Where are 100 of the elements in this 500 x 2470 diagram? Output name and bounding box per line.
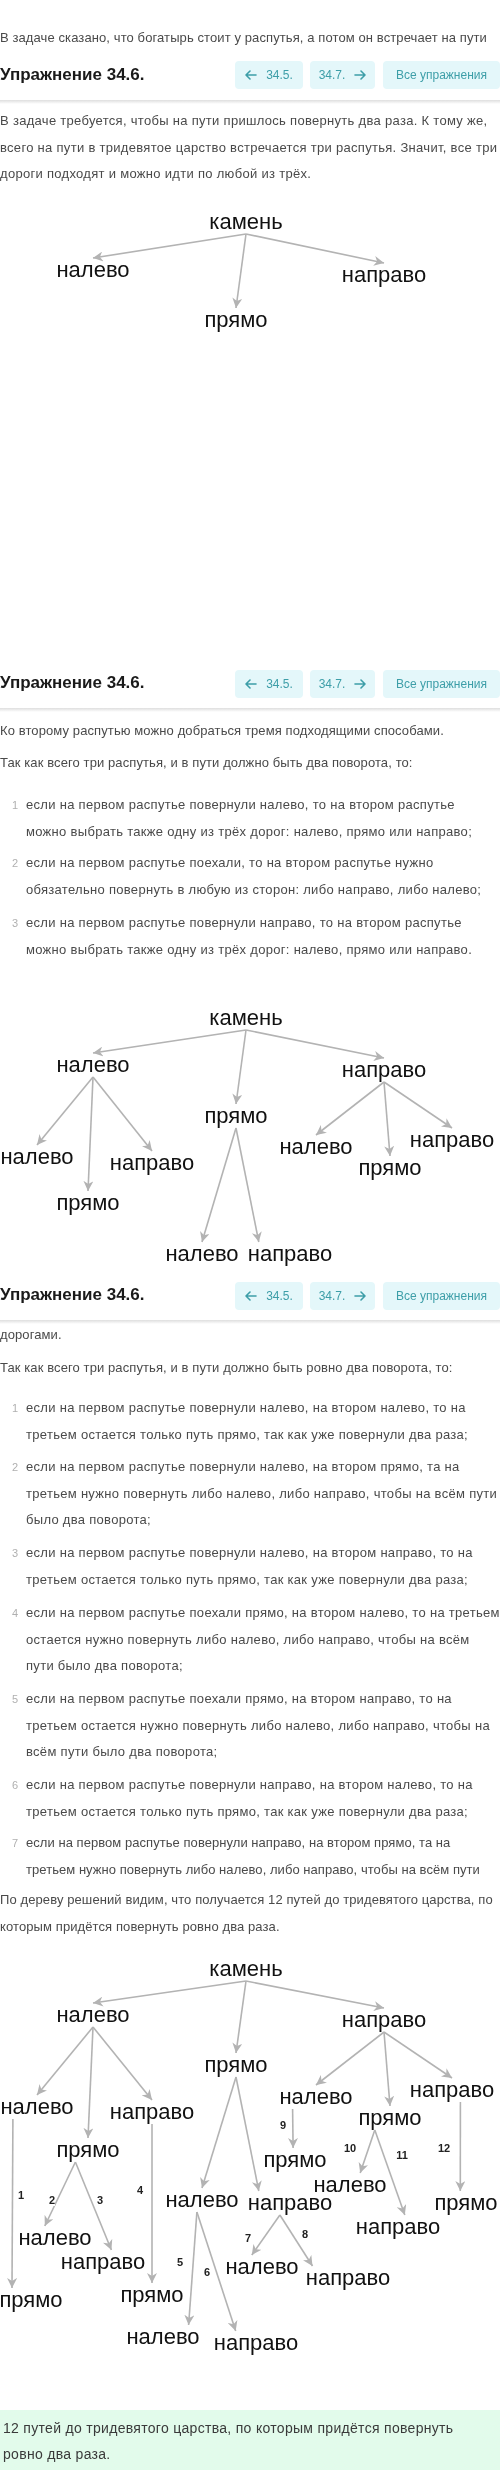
arrow <box>235 1127 262 1243</box>
arrow <box>92 1980 247 2007</box>
direction-label: налево <box>56 259 130 281</box>
direction-label: налево <box>0 1146 74 1168</box>
edge-label: 6 <box>203 2266 211 2278</box>
arrow <box>245 1029 385 1061</box>
direction-label: налево <box>0 2096 74 2118</box>
arrow <box>287 2108 298 2149</box>
edge-label: 7 <box>244 2232 252 2244</box>
paragraph-text: если на первом распутье повернули налево, то на втором распутье можно выбрать также одну из трёх дорог: налево, прямо или направо; <box>26 796 474 841</box>
all-exercises-button: Все упражнения <box>383 61 500 89</box>
arrow <box>383 1081 453 1129</box>
next-button: 34.7. <box>310 670 375 698</box>
arrow <box>383 2031 395 2107</box>
direction-label: направо <box>341 264 427 286</box>
edge-label: 12 <box>437 2142 451 2154</box>
arrow <box>383 2031 453 2079</box>
tree-root-label: камень <box>209 211 283 233</box>
arrow <box>196 2211 238 2332</box>
arrow <box>251 2214 281 2256</box>
paragraph-text: В задаче требуется, чтобы на пути пришлось повернуть два раза. К тому же, всего на пути в тридевятое царство встречается три распутья. Значит, все три дороги подходят и можно идти по любой из трёх. <box>0 112 498 183</box>
direction-label: налево <box>165 1243 239 1265</box>
list-number: 3 <box>12 916 19 930</box>
arrow <box>232 233 247 309</box>
arrow <box>200 2076 237 2189</box>
arrow <box>245 1980 385 2011</box>
list-number: 6 <box>12 1778 19 1792</box>
answer-text: 12 путей до тридевятого царства, по которым придётся повернуть ровно два раза. <box>3 2419 455 2464</box>
next-button: 34.7. <box>310 61 375 89</box>
list-number: 5 <box>12 1692 19 1706</box>
list-number: 1 <box>12 1401 19 1415</box>
direction-label: прямо <box>358 1157 422 1179</box>
tree-root-label: камень <box>209 1958 283 1980</box>
direction-label: направо <box>247 1243 333 1265</box>
direction-label: направо <box>109 2101 195 2123</box>
paragraph-text: если на первом распутье поехали прямо, на втором направо, то на третьем остается нужно повернуть либо налево, либо направо, чтобы на всём пути было два поворота; <box>26 1690 491 1761</box>
all-exercises-button: Все упражнения <box>383 1282 500 1310</box>
edge-label: 2 <box>48 2194 56 2206</box>
edge-label: 5 <box>176 2256 184 2268</box>
direction-label: прямо <box>204 2054 268 2076</box>
arrow <box>83 1076 94 1192</box>
edge-label: 10 <box>343 2142 357 2154</box>
arrow <box>184 2211 198 2326</box>
list-number: 2 <box>12 1460 19 1474</box>
direction-label: направо <box>305 2267 391 2289</box>
direction-label: налево <box>279 1136 353 1158</box>
direction-label: прямо <box>263 2149 327 2171</box>
direction-label: направо <box>355 2216 441 2238</box>
direction-label: налево <box>279 2086 353 2108</box>
paragraph-text: если на первом распутье поехали, то на втором распутье нужно обязательно повернуть в любую из сторон: либо направо, либо налево; <box>26 854 483 899</box>
arrow <box>83 2026 94 2139</box>
arrow <box>92 1076 153 1152</box>
arrow <box>245 233 385 266</box>
arrow <box>36 1076 94 1146</box>
direction-label: прямо <box>56 1192 120 1214</box>
direction-label: налево <box>56 2004 130 2026</box>
direction-label: направо <box>409 1129 495 1151</box>
direction-label: направо <box>341 2009 427 2031</box>
arrow <box>279 2214 314 2267</box>
direction-label: налево <box>18 2227 92 2249</box>
paragraph-text: если на первом распутье повернули направо, на втором прямо, та на третьем нужно повернуть либо налево, либо направо, чтобы на всём пути <box>26 1834 481 1879</box>
direction-label: налево <box>225 2256 299 2278</box>
arrow <box>147 2123 157 2284</box>
paragraph-text: если на первом распутье повернули налево, на втором направо, то на третьем остается только путь прямо, так как уже повернули два раза; <box>26 1544 474 1589</box>
direction-label: прямо <box>0 2289 63 2311</box>
edge-label: 11 <box>396 2149 408 2161</box>
paragraph-text: если на первом распутье повернули направо, на втором налево, то на третьем остается только путь прямо, так как уже повернули два раза; <box>26 1776 474 1821</box>
arrow <box>92 2026 153 2101</box>
paragraph-text: Так как всего три распутья, и в пути должно быть ровно два поворота, то: <box>0 1359 454 1377</box>
paragraph-text: если на первом распутье поехали прямо, на втором налево, то на третьем остается нужно повернуть либо налево, либо направо, чтобы на всём пути было два поворота; <box>26 1604 500 1675</box>
direction-label: налево <box>126 2326 200 2348</box>
direction-label: направо <box>60 2251 146 2273</box>
arrow <box>74 2161 113 2251</box>
arrow <box>44 2161 77 2227</box>
edge-label: 1 <box>17 2189 25 2201</box>
arrow <box>200 1127 237 1243</box>
edge-label: 8 <box>301 2228 309 2240</box>
direction-label: прямо <box>120 2284 184 2306</box>
arrow <box>315 2031 385 2086</box>
direction-label: направо <box>341 1059 427 1081</box>
direction-label: налево <box>56 1054 130 1076</box>
edge-label: 9 <box>279 2119 287 2131</box>
paragraph-text: Так как всего три распутья, и в пути должно быть два поворота, то: <box>0 754 414 772</box>
arrow <box>36 2026 94 2096</box>
paragraph-text: если на первом распутье повернули налево, на втором прямо, та на третьем нужно повернуть либо налево, либо направо, чтобы на всём пути было два поворота; <box>26 1458 499 1529</box>
arrow <box>92 233 247 262</box>
previous-button: 34.5. <box>235 61 303 89</box>
all-exercises-button: Все упражнения <box>383 670 500 698</box>
arrow <box>7 2118 18 2289</box>
previous-button: 34.5. <box>235 1282 303 1310</box>
direction-label: направо <box>213 2332 299 2354</box>
list-number: 2 <box>12 856 19 870</box>
direction-label: прямо <box>358 2107 422 2129</box>
tree-root-label: камень <box>209 1007 283 1029</box>
next-button: 34.7. <box>310 1282 375 1310</box>
edge-label: 3 <box>96 2194 104 2206</box>
paragraph-text: Ко второму распутью можно добраться тремя подходящими способами. <box>0 722 445 740</box>
edge-label: 4 <box>136 2184 144 2196</box>
direction-label: прямо <box>56 2139 120 2161</box>
arrow <box>374 2129 407 2216</box>
